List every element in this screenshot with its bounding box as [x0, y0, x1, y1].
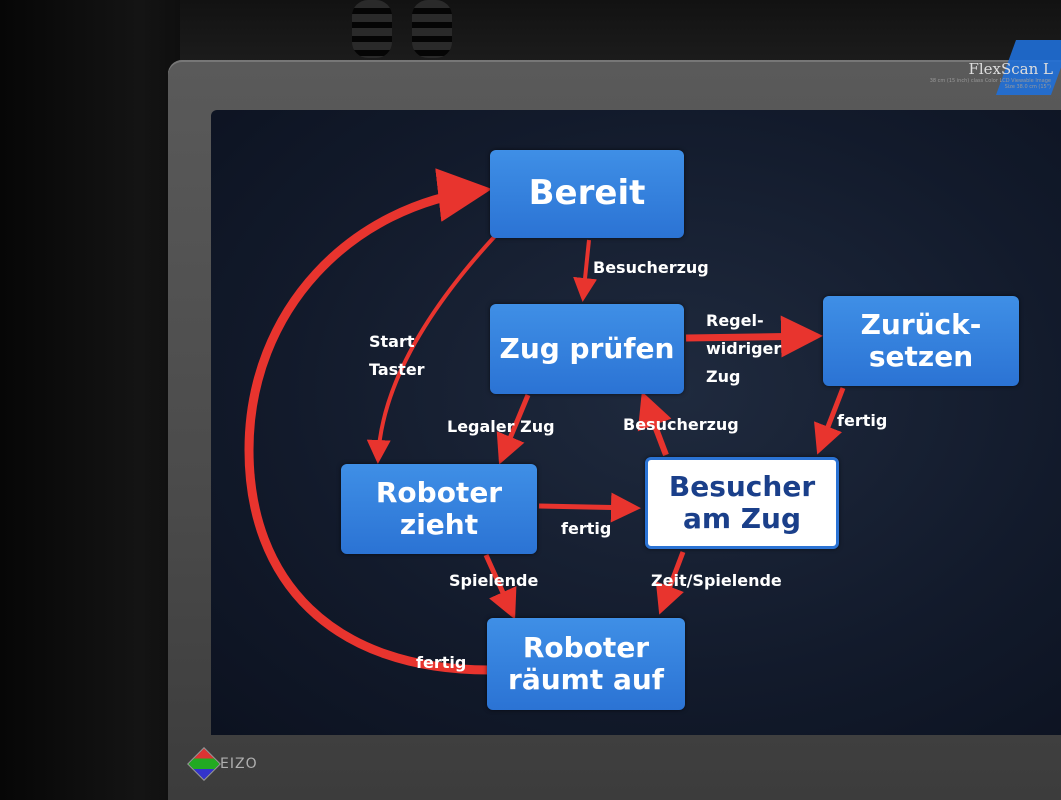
logo-text: EIZO: [220, 756, 258, 772]
edge-label-taster: Taster: [369, 360, 425, 379]
state-bereit: Bereit: [490, 150, 684, 238]
arrow-bereit-to-roboter-zieht: [366, 233, 498, 464]
edge-label-fertig-roboter: fertig: [561, 519, 612, 538]
state-roboter-raeumt-line1: Roboter: [522, 630, 650, 664]
state-zug-pruefen-label: Zug prüfen: [499, 331, 675, 365]
arrow-besucher-to-roboter-raeumt: [655, 551, 686, 615]
monitor-spec-text: 38 cm (15 inch) class Color LCD Viewable…: [929, 78, 1051, 90]
arrow-roboter-zieht-to-roboter-raeumt: [483, 553, 517, 620]
edge-label-widriger: widriger: [706, 339, 782, 358]
arrow-roboter-zieht-to-besucher: [538, 492, 641, 523]
background-left: [0, 0, 200, 800]
arrow-roboter-raeumt-to-bereit: [244, 168, 492, 675]
edge-label-start: Start: [369, 332, 415, 351]
edge-label-fertig-bottom: fertig: [416, 653, 467, 672]
edge-label-fertig-reset: fertig: [837, 411, 888, 430]
monitor-brand: FlexScan L: [968, 60, 1053, 78]
state-zuruecksetzen: Zurück- setzen: [823, 296, 1019, 386]
arrow-zug-pruefen-to-roboter-zieht: [496, 394, 531, 465]
arrow-zuruecksetzen-to-besucher: [814, 387, 846, 455]
state-roboter-raeumt-line2: räumt auf: [508, 663, 664, 696]
edge-label-besucherzug-top: Besucherzug: [593, 258, 709, 277]
state-roboter-zieht-line2: zieht: [399, 508, 479, 541]
state-zuruecksetzen-line1: Zurück-: [860, 307, 982, 341]
state-besucher-am-zug: Besucher am Zug: [645, 457, 839, 549]
state-roboter-zieht-line1: Roboter: [375, 475, 503, 509]
state-roboter-raeumt-auf: Roboter räumt auf: [487, 618, 685, 710]
cable: [352, 0, 392, 58]
state-zuruecksetzen-line2: setzen: [868, 340, 974, 373]
edge-label-zeit-spielende: Zeit/Spielende: [651, 571, 782, 590]
state-roboter-zieht: Roboter zieht: [341, 464, 537, 554]
state-besucher-line1: Besucher: [668, 469, 816, 503]
edge-label-regel: Regel-: [706, 311, 764, 330]
state-zug-pruefen: Zug prüfen: [490, 304, 684, 394]
edge-label-zug: Zug: [706, 367, 741, 386]
state-besucher-line2: am Zug: [682, 502, 802, 535]
arrow-layer: [244, 168, 846, 675]
cable: [412, 0, 452, 58]
edge-label-besucherzug-mid: Besucherzug: [623, 415, 739, 434]
edge-label-spielende: Spielende: [449, 571, 539, 590]
eizo-logo-icon: [187, 747, 221, 781]
state-bereit-label: Bereit: [528, 173, 646, 214]
arrow-besucher-to-zug-pruefen: [637, 391, 672, 457]
arrow-zug-pruefen-to-zuruecksetzen: [685, 315, 823, 358]
monitor-screen: Bereit Zug prüfen Zurück- setzen Roboter…: [211, 110, 1061, 735]
background-top: [180, 0, 1061, 70]
edge-label-legaler-zug: Legaler Zug: [447, 417, 555, 436]
arrow-bereit-to-zug-pruefen: [573, 239, 597, 302]
monitor-logo: EIZO: [187, 747, 258, 781]
